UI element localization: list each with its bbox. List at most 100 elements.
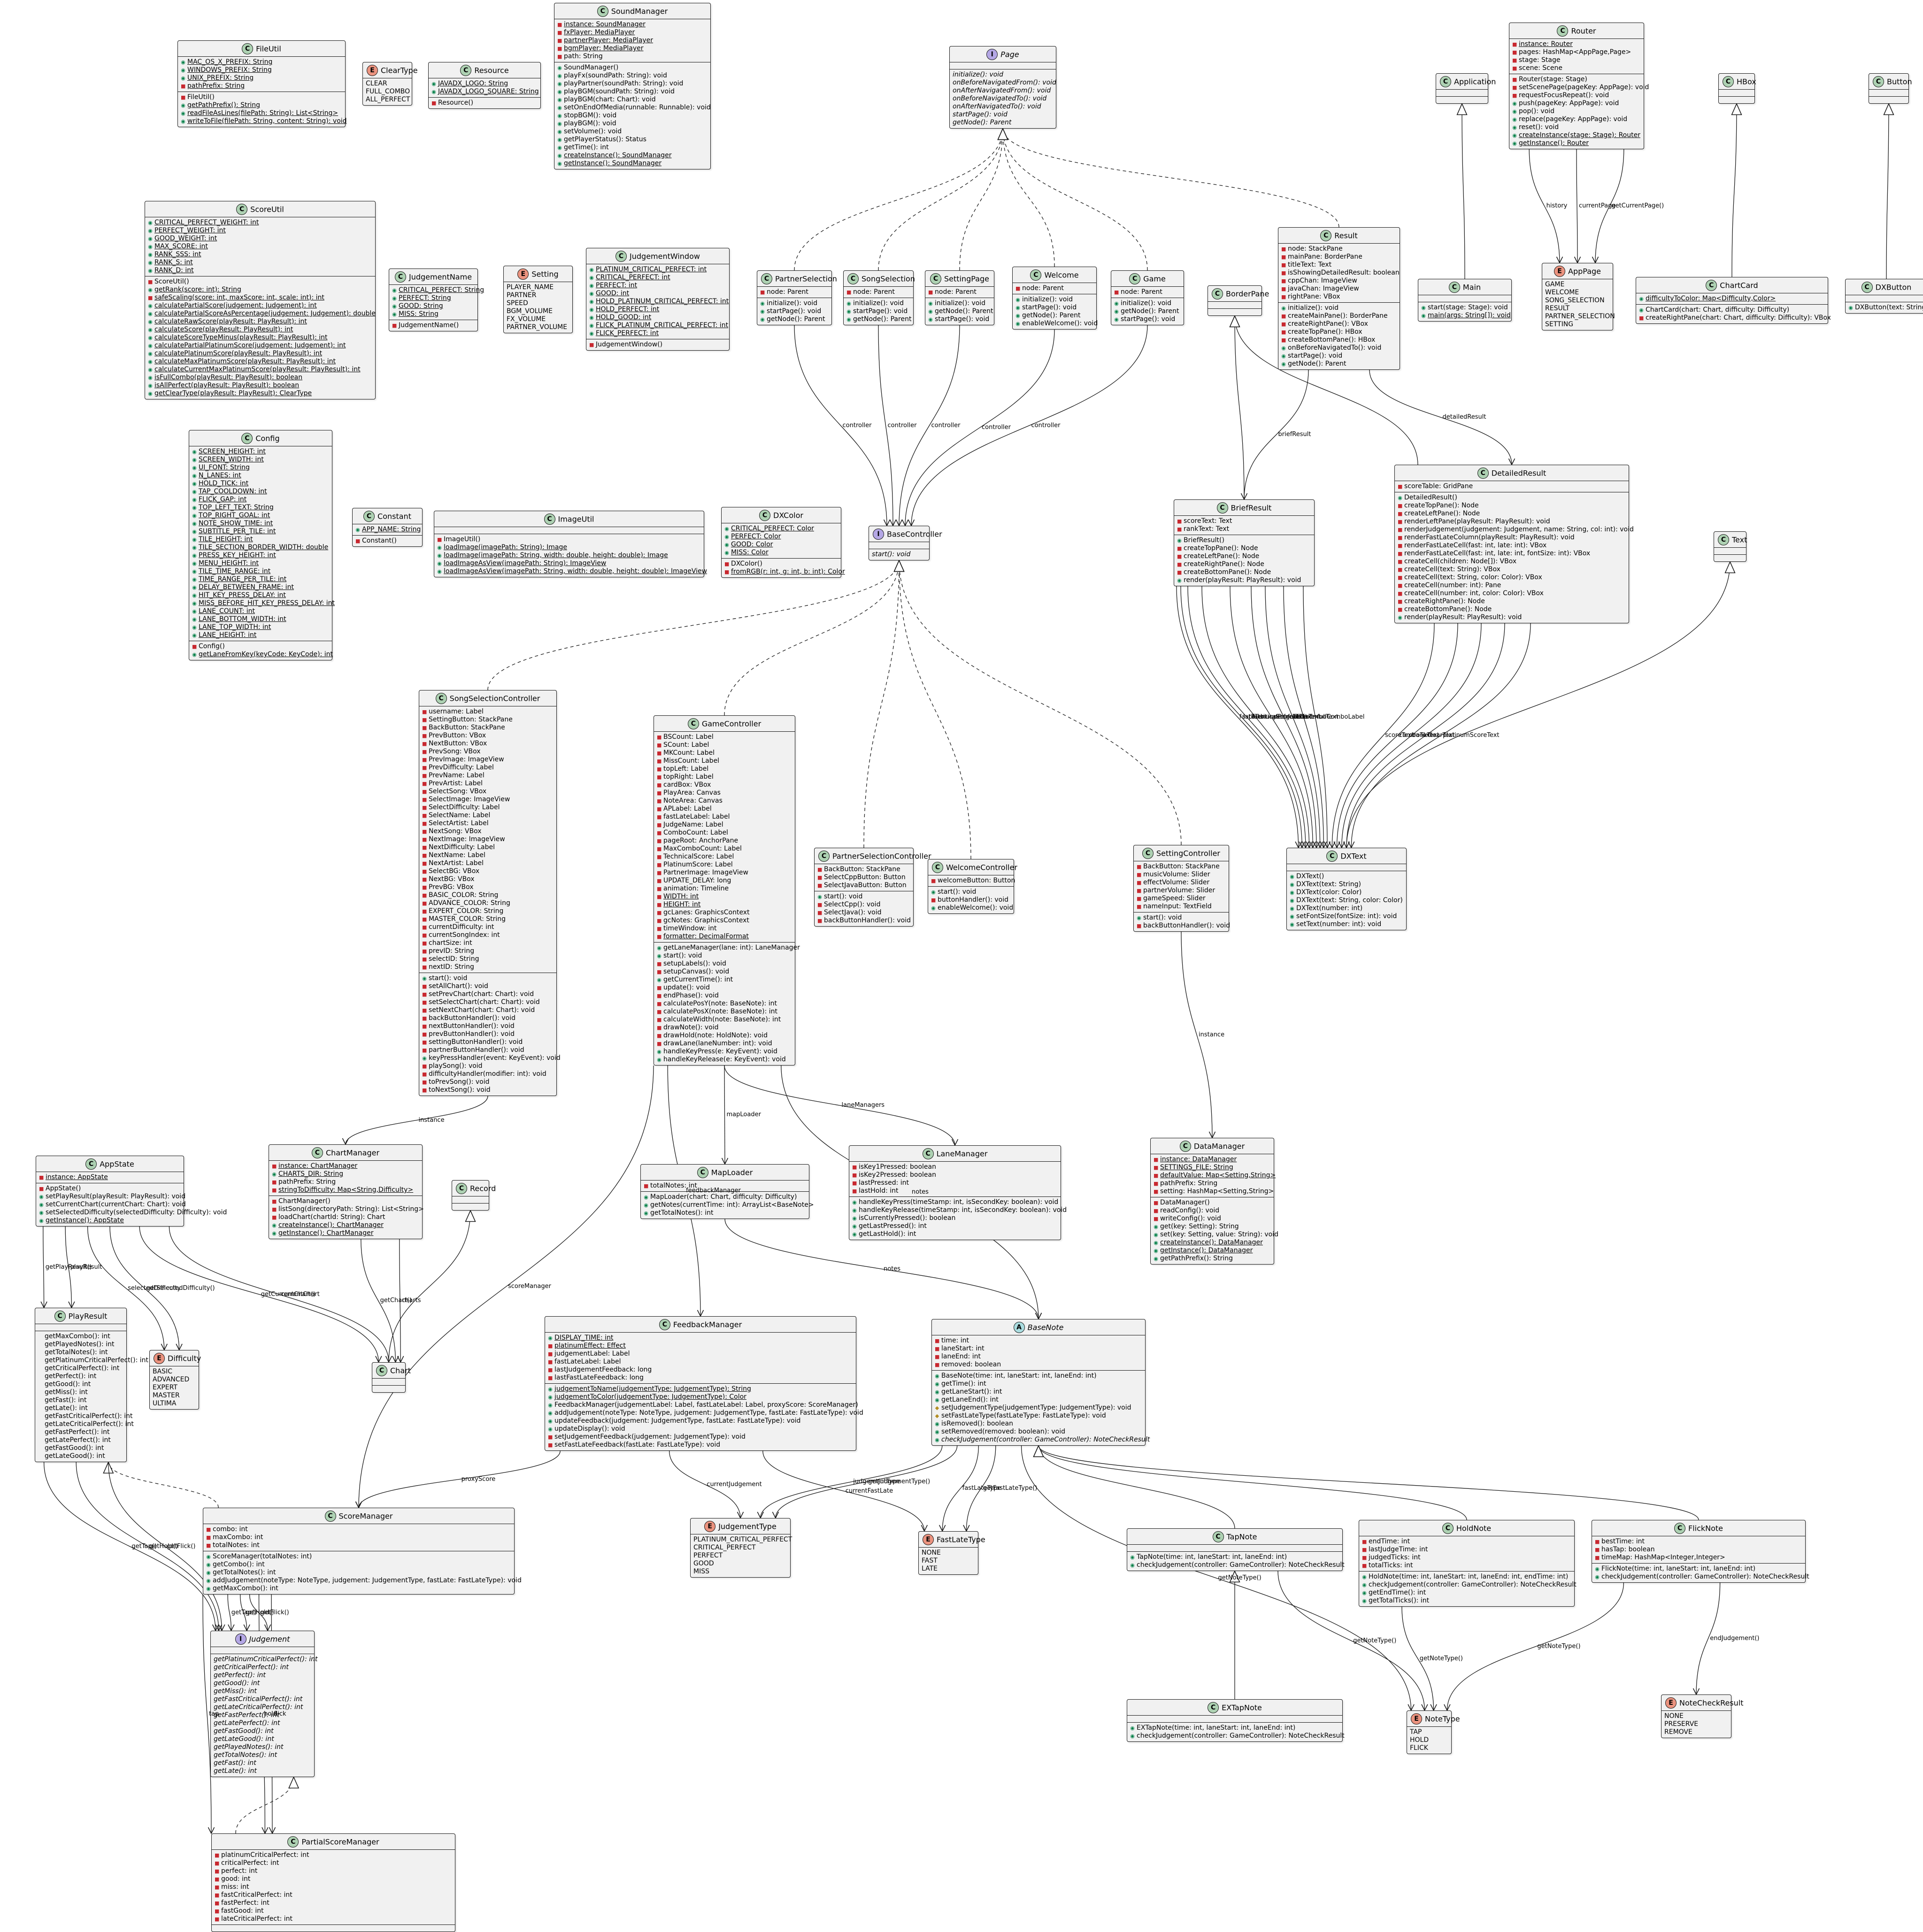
member-text: fastPerfect: int [221, 1899, 269, 1907]
field-row: ■MKCount: Label [657, 749, 792, 757]
member-text: BASIC_COLOR: String [429, 891, 499, 899]
member-text: MapLoader(chart: Chart, difficulty: Diff… [650, 1193, 797, 1201]
method-row: ■FileUtil() [181, 93, 342, 101]
visibility-icon: ◉ [192, 632, 197, 638]
visibility-icon: ◉ [557, 153, 562, 159]
member-text: buttonHandler(): void [938, 896, 1009, 904]
member-text: SONG_SELECTION [1545, 297, 1605, 304]
member-text: createCell(text: String, color: Color): … [1404, 574, 1542, 581]
method-row: ◉getEndTime(): int [1362, 1589, 1571, 1597]
field-row: ■lastPressed: int [852, 1179, 1058, 1187]
member-text: updateDisplay(): void [554, 1425, 625, 1433]
visibility-icon: ■ [1398, 519, 1403, 525]
visibility-icon: ■ [657, 838, 662, 844]
visibility-icon: ◉ [589, 267, 594, 273]
method-row: ◉calculatePartialScore(judgement: Judgem… [148, 302, 372, 310]
field-row: ◉CRITICAL_PERFECT: String [392, 286, 484, 294]
edge-assoc [905, 329, 1055, 526]
member-text: FULL_COMBO [366, 88, 410, 95]
visibility-icon: ◉ [148, 311, 153, 317]
visibility-icon: ◉ [724, 542, 729, 548]
fields-section [1869, 89, 1908, 96]
method-row: ◉startPage(): void [1281, 352, 1397, 360]
visibility-icon: ■ [392, 322, 397, 329]
method-row: ◉initialize(): void [1114, 299, 1181, 307]
field-row: ◉LANE_BOTTOM_WIDTH: int [192, 615, 329, 623]
visibility-icon: ◉ [724, 526, 729, 532]
edge-label: detailedResult [1442, 414, 1486, 421]
methods-section: ◉start(): void■backButtonHandler(): void [1134, 912, 1230, 931]
member-text: CRITICAL_PERFECT: Color [731, 525, 814, 532]
visibility-icon: ■ [181, 94, 186, 100]
field-row: ■instance: DataManager [1154, 1156, 1271, 1164]
visibility-icon: ◉ [1177, 577, 1182, 583]
field-row: CLEAR [366, 80, 409, 88]
edge-assoc [724, 1065, 955, 1145]
member-text: ULTIMA [153, 1400, 177, 1407]
member-text: CRITICAL_PERFECT [693, 1544, 756, 1551]
fields-section: ■endTime: int■lastJudgeTime: int■judgedT… [1359, 1536, 1574, 1571]
edge-realize [959, 129, 1003, 271]
fields-section: ■username: Label■SettingButton: StackPan… [419, 706, 556, 973]
method-row: onBeforeNavigatedFrom(): void [953, 79, 1056, 87]
method-row: ◉getLaneEnd(): int [935, 1396, 1142, 1404]
edge-extend [1038, 1446, 1467, 1520]
member-text: N_LANES: int [199, 472, 241, 479]
member-text: SCount: Label [663, 741, 709, 749]
field-row: ◉HOLD_GOOD: int [589, 314, 726, 322]
member-text: TILE_SECTION_BORDER_WIDTH: double [199, 544, 329, 551]
member-text: FlickNote(time: int, laneStart: int, lan… [1601, 1565, 1756, 1572]
visibility-icon: ◉ [644, 1210, 648, 1216]
member-text: calculateScore(playResult: PlayResult): … [154, 326, 293, 333]
method-row: ■listSong(directoryPath: String): List<S… [272, 1205, 424, 1213]
edge-label: tap [209, 1710, 219, 1717]
method-row: ◉setPlayResult(playResult: PlayResult): … [39, 1193, 185, 1201]
fields-section: ■instance: ChartManager◉CHARTS_DIR: Stri… [269, 1160, 422, 1196]
method-row: ■SelectCpp(): void [817, 901, 910, 909]
method-row: ◉render(playResult: PlayResult): void [1398, 613, 1626, 621]
member-text: TapNote(time: int, laneStart: int, laneE… [1137, 1553, 1287, 1561]
member-text: totalNotes: int [213, 1541, 260, 1549]
visibility-icon: ◉ [1015, 297, 1020, 303]
member-text: DXText(text: String, color: Color) [1296, 897, 1403, 904]
visibility-icon: ◉ [1639, 307, 1644, 313]
visibility-icon: ◉ [392, 311, 397, 317]
fields-section: ■node: Parent [844, 286, 913, 298]
member-text: lastJudgeTime: int [1369, 1546, 1428, 1553]
method-row: ■settingButtonHandler(): void [422, 1038, 554, 1046]
member-text: node: StackPane [1288, 245, 1343, 253]
method-row: ◆setJudgementType(judgementType: Judgeme… [935, 1404, 1142, 1412]
visibility-icon: ■ [657, 870, 662, 876]
visibility-icon: ■ [1512, 49, 1517, 55]
class-name: Page [1000, 50, 1019, 59]
method-row: ■createLeftPane(): Node [1398, 510, 1626, 518]
method-row: ■setAllChart(): void [422, 982, 554, 990]
field-row: ◉TILE_SECTION_BORDER_WIDTH: double [192, 544, 329, 552]
field-row: ■MissCount: Label [657, 757, 792, 765]
method-row: ◉checkJudgement(controller: GameControll… [1130, 1732, 1345, 1740]
fields-section [1127, 1715, 1342, 1722]
field-row: ■username: Label [422, 708, 554, 716]
visibility-icon: ■ [422, 725, 427, 731]
member-text: startPage(): void [935, 315, 990, 323]
visibility-icon: ◉ [589, 291, 594, 297]
field-row: PARTNER_VOLUME [507, 323, 569, 331]
method-row: getCriticalPerfect(): int [38, 1365, 123, 1372]
visibility-icon: ■ [422, 892, 427, 898]
class-name: JudgementWindow [630, 252, 700, 261]
visibility-icon: ■ [1281, 278, 1286, 284]
visibility-icon: ◉ [928, 300, 933, 307]
member-text: getInstance(): AppState [46, 1217, 124, 1224]
member-text: setScenePage(pageKey: AppPage): void [1519, 84, 1649, 91]
visibility-icon: ■ [657, 961, 662, 967]
class-name: Config [255, 434, 280, 443]
member-text: playBGM(chart: Chart): void [564, 96, 656, 103]
field-row: ■setting: HashMap<Setting,String> [1154, 1188, 1274, 1196]
member-text: getPlatinumCriticalPerfect(): int [214, 1656, 318, 1663]
member-text: rightPane: VBox [1288, 293, 1340, 300]
